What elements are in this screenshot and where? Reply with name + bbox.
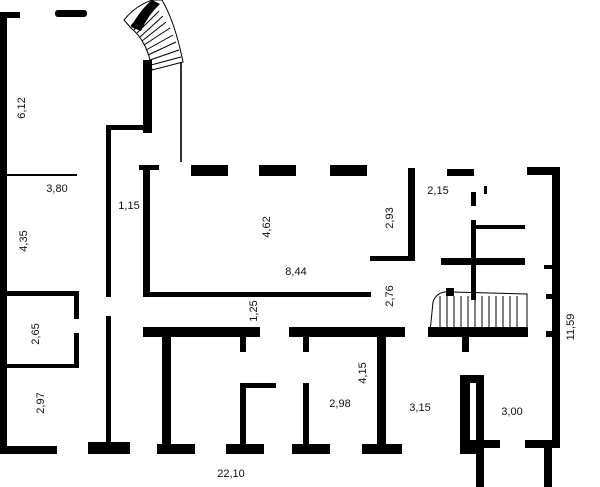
dim-left-top-height: 6,12: [16, 97, 28, 118]
dim-room-width-b: 3,15: [409, 402, 430, 414]
wall-right-stub: [462, 337, 469, 352]
tread: [147, 41, 177, 56]
dim-hall-length: 8,44: [285, 266, 306, 278]
wall-hall-right: [408, 168, 415, 261]
wall-bottom-pier-3: [292, 444, 330, 454]
wall-hall-top-stub: [139, 165, 159, 170]
wall-lower-mid-beam: [289, 327, 405, 337]
straight-stair-landing: [446, 288, 454, 296]
dim-left-mid-height: 4,35: [18, 230, 30, 251]
dim-right-step: 2,76: [384, 285, 396, 306]
wall-left-outer: [0, 12, 7, 454]
walls: [0, 10, 560, 487]
straight-stair-treads: [439, 296, 518, 328]
tread: [145, 34, 174, 51]
wall-right-lower-inner: [476, 375, 484, 487]
wall-left-small-right: [74, 291, 79, 319]
tread: [141, 21, 167, 42]
wall-stair-room-mark: [484, 186, 487, 194]
wall-left-small-right-low: [74, 333, 79, 367]
wall-hall-pier-1: [191, 165, 228, 176]
dim-room-depth: 4,15: [357, 362, 369, 383]
thin-lines: [7, 62, 182, 453]
wall-left-sep-2: [7, 291, 79, 296]
tread: [133, 5, 156, 31]
spiral-stair: [123, 0, 184, 71]
wall-bottom-pier-2: [226, 444, 264, 454]
wall-left-sep-1: [7, 174, 77, 176]
wall-right-bottom-leg: [544, 448, 552, 487]
wall-hall-pier-2: [259, 165, 296, 176]
wall-lower-col-1: [162, 337, 171, 447]
wall-bottom-corridor-pier: [88, 442, 130, 454]
dimension-labels: 6,12 3,80 4,35 2,65 2,97 1,15 4,62 8,44 …: [16, 97, 577, 480]
dim-room-width-a: 2,98: [329, 398, 350, 410]
wall-corridor-left-top: [106, 125, 111, 297]
wall-bottom-pier-4: [362, 444, 402, 454]
dim-left-bottom-height: 2,97: [35, 392, 47, 413]
wall-hall-bottom: [143, 292, 371, 297]
wall-room-b-left: [303, 383, 309, 445]
wall-right-top: [527, 167, 560, 175]
dim-stair-room-width: 2,15: [427, 185, 448, 197]
dim-left-room-width: 3,80: [46, 183, 67, 195]
wall-stair-tower: [143, 60, 152, 133]
wall-left-sep-3: [7, 364, 79, 368]
wall-right-bottom-pier: [460, 444, 480, 454]
wall-room-a-left: [240, 383, 246, 445]
wall-stair-room-shelf-2: [441, 258, 525, 265]
wall-top-left-stub: [0, 12, 20, 18]
wall-stair-room-right-notch-3: [546, 331, 552, 337]
wall-right-lower-step-b: [525, 440, 554, 448]
wall-right-lower-cap: [460, 375, 484, 383]
wall-lower-left-beam: [143, 327, 260, 337]
spiral-stair-treads: [130, 3, 182, 66]
tread: [149, 49, 180, 61]
wall-hall-left: [143, 165, 150, 297]
tread: [136, 10, 160, 34]
tread: [130, 3, 151, 27]
dim-corridor-width: 1,15: [118, 200, 139, 212]
tread: [139, 15, 164, 38]
wall-lower-stub-1: [240, 337, 246, 352]
wall-corridor-left-bottom: [106, 316, 111, 448]
dim-room-width-c: 3,00: [501, 406, 522, 418]
straight-stair: [429, 288, 528, 333]
wall-stair-room-right-notch: [544, 265, 552, 269]
wall-stair-room-top: [447, 169, 474, 176]
wall-bottom-pier-1: [157, 444, 195, 454]
wall-right-outer: [552, 167, 560, 448]
dim-left-small-height: 2,65: [30, 323, 42, 344]
wall-right-mid-beam: [428, 327, 528, 337]
dim-total-width: 22,10: [217, 468, 245, 480]
dim-hall-depth: 4,62: [261, 216, 273, 237]
tread: [150, 56, 182, 66]
wall-right-lower-step: [470, 440, 500, 448]
wall-top-window-pier: [55, 10, 87, 17]
dim-total-height: 11,59: [565, 314, 577, 341]
spiral-stair-outline: [123, 0, 184, 71]
wall-bottom-left: [0, 446, 57, 454]
wall-corridor-top: [106, 125, 148, 130]
wall-right-lower-col: [460, 375, 470, 447]
wall-hall-pier-3: [330, 165, 367, 176]
dim-hall-side: 2,93: [384, 207, 396, 228]
dim-corridor-height: 1,25: [248, 300, 260, 321]
wall-room-a-top: [240, 383, 276, 388]
spiral-stair-outer-wall: [131, 0, 160, 31]
wall-stair-room-spine-top: [471, 192, 476, 206]
wall-stair-room-right-notch-2: [546, 294, 552, 299]
wall-lower-col-2: [377, 337, 386, 449]
wall-hall-right-return: [370, 256, 415, 261]
wall-stair-room-shelf-1: [471, 225, 525, 229]
straight-stair-outline: [429, 291, 528, 333]
wall-lower-stub-2: [303, 337, 309, 352]
tread: [143, 27, 171, 46]
